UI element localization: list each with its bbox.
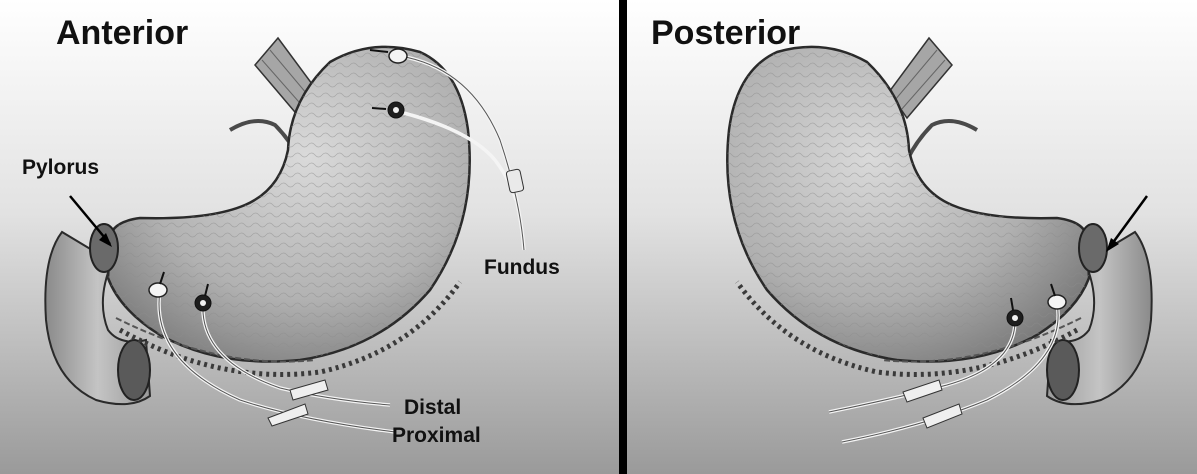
pylorus-ring (1079, 224, 1107, 272)
anterior-illustration (0, 0, 619, 474)
posterior-title: Posterior (651, 14, 800, 53)
pylorus-ring (90, 224, 118, 272)
fundus-label: Fundus (484, 256, 560, 280)
panel-divider (619, 0, 627, 474)
posterior-panel: Posterior (627, 0, 1197, 474)
distal-electrode-white (149, 283, 167, 297)
proximal-label: Proximal (392, 424, 481, 448)
distal-label: Distal (404, 396, 461, 420)
anterior-title: Anterior (56, 14, 188, 53)
pylorus-label: Pylorus (22, 156, 99, 180)
electrode-white (1048, 295, 1066, 309)
fundus-electrode-white (389, 49, 407, 63)
duodenum-lumen (1047, 340, 1079, 400)
anterior-panel: Anterior Pylorus Fundus Distal Proximal (0, 0, 619, 474)
duodenum-lumen (118, 340, 150, 400)
posterior-illustration (627, 0, 1197, 474)
